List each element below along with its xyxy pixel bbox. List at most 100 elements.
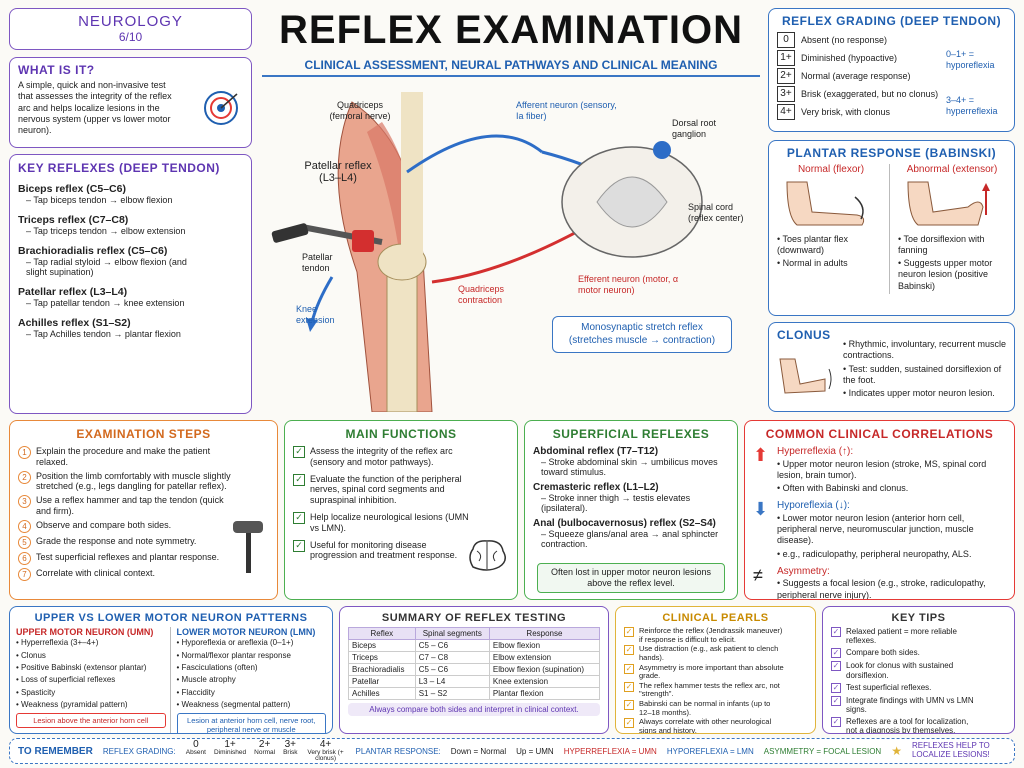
footer-down: Down = Normal	[450, 746, 507, 756]
umn-item: • Clonus	[16, 650, 46, 660]
check-icon: ✓	[831, 627, 841, 637]
step-text: Observe and compare both sides.	[36, 519, 172, 530]
check-icon: ✓	[831, 682, 841, 693]
grade-text: Normal (average response)	[801, 71, 911, 81]
page-subtitle: CLINICAL ASSESSMENT, NEURAL PATHWAYS AND…	[262, 58, 760, 77]
lmn-item: • Weakness (segmental pattern)	[176, 700, 291, 710]
step-text: Test superficial reflexes and plantar re…	[36, 551, 220, 562]
key-reflex-name: Achilles reflex (S1–S2)	[18, 317, 131, 329]
arrow-up-icon: ⬆	[753, 445, 769, 465]
grade-value: 1+	[777, 50, 795, 66]
superficial-name: Abdominal reflex (T7–T12)	[533, 446, 659, 457]
table-cell: Patellar	[348, 675, 416, 688]
tips-panel: KEY TIPS ✓Relaxed patient = more reliabl…	[822, 606, 1015, 734]
footer-grade-label: Normal	[254, 748, 276, 756]
footer-plantar-label: PLANTAR RESPONSE:	[355, 746, 441, 756]
superficial-item: Anal (bulbocavernosus) reflex (S2–S4)– S…	[533, 518, 729, 549]
plantar-abnormal-item: • Suggests upper motor neuron lesion (po…	[898, 258, 993, 291]
page-title: REFLEX EXAMINATION	[279, 8, 743, 52]
table-cell: C7 – C8	[414, 651, 490, 664]
functions-panel: MAIN FUNCTIONS ✓Assess the integrity of …	[284, 420, 518, 600]
step-item: 6 Test superficial reflexes and plantar r…	[18, 551, 238, 565]
key-reflex-name: Triceps reflex (C7–C8)	[18, 214, 129, 226]
plantar-normal-label: Normal (flexor)	[797, 164, 865, 175]
superficial-name: Cremasteric reflex (L1–L2)	[533, 482, 659, 493]
lmn-item: • Normal/flexor plantar response	[176, 650, 291, 660]
footer-grade-value: 2+	[258, 738, 271, 750]
hyper-item: • Often with Babinski and clonus.	[777, 483, 909, 493]
steps-title: EXAMINATION STEPS	[76, 427, 211, 441]
footer-grade-label: Diminished	[213, 748, 247, 756]
step-text: Explain the procedure and make the patie…	[36, 446, 211, 467]
umn-item: • Spasticity	[16, 687, 56, 697]
pearl-text: Use distraction (e.g., ask patient to cl…	[639, 644, 779, 662]
pearl-item: ✓Reinforce the reflex (Jendrassik maneuv…	[624, 626, 784, 644]
mono-box: Monosynaptic stretch reflex (stretches m…	[552, 316, 732, 353]
table-cell: Elbow flexion	[488, 639, 601, 652]
lmn-subtitle: LOWER MOTOR NEURON (LMN)	[176, 627, 316, 637]
table-cell: Plantar flexion	[488, 687, 601, 700]
footer-up: Up = UMN	[516, 746, 554, 756]
reflex-arc-diagram: Quadriceps (femoral nerve) Afferent neur…	[262, 82, 760, 412]
grade-text: Absent (no response)	[801, 35, 888, 45]
tip-text: Test superficial reflexes.	[846, 682, 932, 692]
superficial-desc: – Squeeze glans/anal area → anal sphinct…	[541, 529, 719, 549]
table-cell: Elbow flexion (supination)	[488, 663, 601, 676]
footer-grade-value: 0	[193, 738, 199, 750]
check-icon: ✓	[293, 511, 305, 524]
superficial-desc: – Stroke abdominal skin → umbilicus move…	[541, 457, 718, 477]
step-text: Correlate with clinical context.	[36, 567, 156, 578]
check-icon: ✓	[624, 645, 634, 656]
table-cell: C5 – C6	[414, 663, 490, 676]
table-cell: Elbow extension	[488, 651, 601, 664]
footer-grade-value: 4+	[319, 738, 332, 750]
pearls-panel: CLINICAL PEARLS ✓Reinforce the reflex (J…	[615, 606, 816, 734]
check-icon: ✓	[831, 695, 841, 706]
umn-lmn-panel: UPPER vs LOWER MOTOR NEURON PATTERNS UPP…	[9, 606, 333, 734]
tip-item: ✓Relaxed patient = more reliable reflexe…	[831, 627, 981, 645]
foot-extensor-icon	[907, 181, 990, 225]
step-number: 6	[18, 551, 31, 565]
target-icon	[204, 91, 238, 125]
clonus-item: • Indicates upper motor neuron lesion.	[843, 388, 995, 398]
clonus-title: CLONUS	[777, 328, 831, 342]
umn-item: • Loss of superficial reflexes	[16, 675, 116, 685]
table-cell: L3 – L4	[414, 675, 490, 688]
grading-hypo: 0–1+ = hyporeflexia	[946, 49, 995, 71]
umn-item: • Hyperreflexia (3+–4+)	[16, 638, 99, 648]
lmn-item: • Fasciculations (often)	[176, 663, 258, 673]
umn-item: • Weakness (pyramidal pattern)	[16, 700, 128, 710]
grade-row: 0 Absent (no response)	[777, 32, 1006, 48]
grade-row: 1+Diminished (hypoactive)	[777, 50, 1006, 66]
what-title: WHAT IS IT?	[18, 63, 95, 77]
hypo-item: • e.g., radiculopathy, peripheral neurop…	[777, 548, 972, 559]
table-cell: Knee extension	[488, 675, 601, 688]
arrow-down-icon: ⬇	[753, 499, 769, 520]
lmn-item: • Flaccidity	[176, 687, 215, 697]
umn-item: • Positive Babinski (extensor plantar)	[16, 663, 147, 673]
check-icon: ✓	[624, 663, 634, 674]
subject-title: NEUROLOGY	[78, 13, 183, 30]
table-header: Response	[488, 627, 601, 640]
pearl-item: ✓The reflex hammer tests the reflex arc,…	[624, 681, 784, 699]
check-icon: ✓	[293, 539, 305, 552]
step-text: Use a reflex hammer and tap the tendon (…	[36, 495, 224, 516]
footer-hyper: HYPERREFLEXIA = UMN	[563, 746, 657, 756]
tip-item: ✓ Test superficial reflexes.	[831, 682, 981, 693]
tip-text: Compare both sides.	[846, 648, 920, 658]
grade-value: 0	[777, 32, 795, 48]
grade-row: 4+Very brisk, with clonus	[777, 104, 1006, 120]
tip-text: Look for clonus with sustained dorsiflex…	[846, 661, 954, 680]
tip-item: ✓Compare both sides.	[831, 648, 981, 659]
plantar-abnormal-label: Abnormal (extensor)	[906, 164, 998, 175]
pearl-item: ✓ Use distraction (e.g., ask patient to c…	[624, 644, 784, 662]
